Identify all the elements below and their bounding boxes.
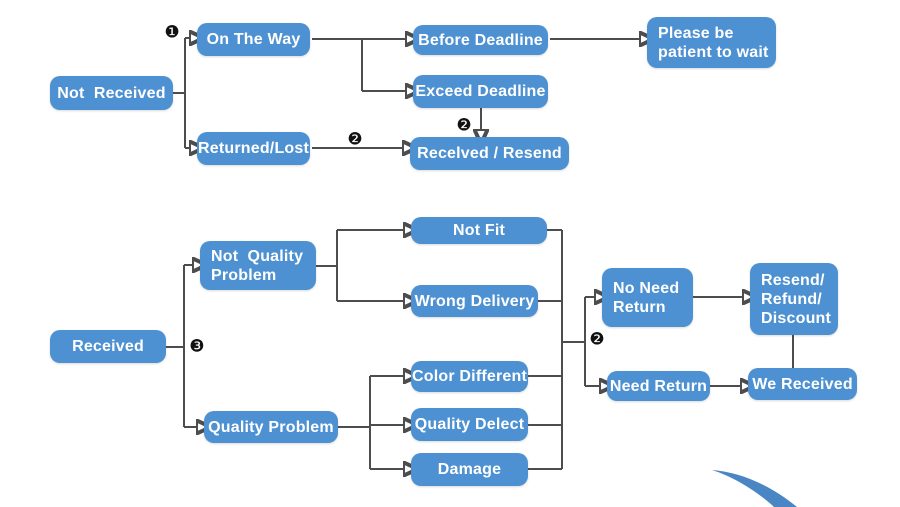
swoosh-shape xyxy=(712,470,797,507)
flow-node-before-deadline: Before Deadline xyxy=(413,25,548,55)
flow-node-need-return: Need Return xyxy=(607,371,710,401)
swoosh-icon xyxy=(712,470,797,507)
flow-node-no-need-return: No Need Return xyxy=(602,268,693,327)
step-marker-step-2b-icon: ❷ xyxy=(456,115,472,136)
flow-node-not-received: Not Received xyxy=(50,76,173,110)
step-marker-step-2a-icon: ❷ xyxy=(347,129,363,150)
step-marker-step-2c-icon: ❷ xyxy=(589,329,605,350)
flow-node-not-quality-problem: Not Quality Problem xyxy=(200,241,316,290)
flow-node-exceed-deadline: Exceed Deadline xyxy=(413,75,548,108)
flow-node-wrong-delivery: Wrong Delivery xyxy=(411,285,538,317)
step-marker-step-3-icon: ❸ xyxy=(189,336,205,357)
flow-node-resend-refund-discount: Resend/ Refund/ Discount xyxy=(750,263,838,335)
flow-node-color-different: Color Different xyxy=(411,361,528,392)
flow-node-returned-lost: Returned/Lost xyxy=(197,132,310,165)
flow-node-please-wait: Please be patient to wait xyxy=(647,17,776,68)
flow-node-quality-delect: Quality Delect xyxy=(411,408,528,441)
flow-node-quality-problem: Quality Problem xyxy=(204,411,338,443)
flow-node-we-received: We Received xyxy=(748,368,857,400)
step-marker-step-1-icon: ❶ xyxy=(164,22,180,43)
flow-node-on-the-way: On The Way xyxy=(197,23,310,56)
flow-node-received-resend: Recelved / Resend xyxy=(410,137,569,170)
flow-node-damage: Damage xyxy=(411,453,528,486)
flow-node-not-fit: Not Fit xyxy=(411,217,547,244)
flow-node-received: Received xyxy=(50,330,166,363)
